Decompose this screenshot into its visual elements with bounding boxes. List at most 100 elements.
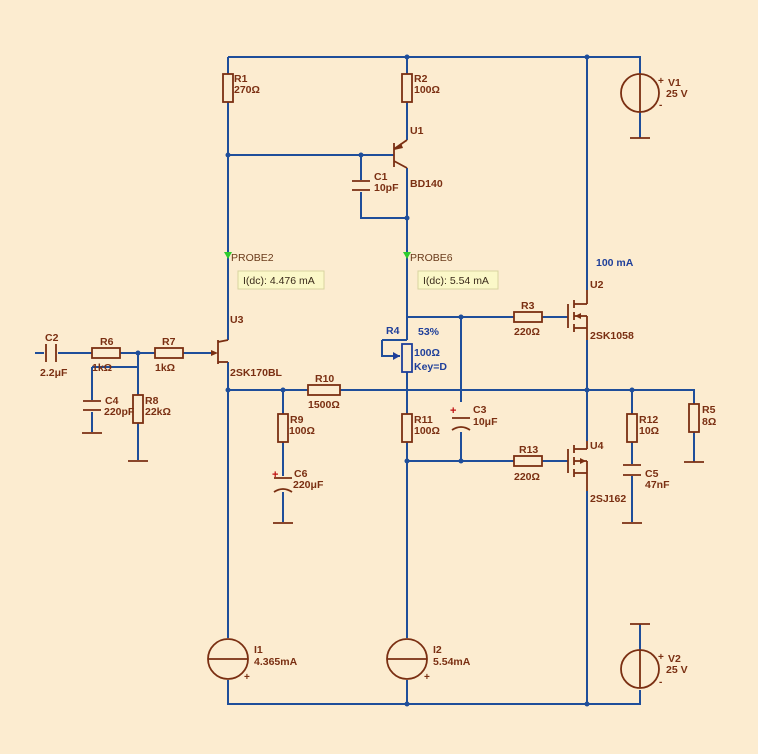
c6-plus: + — [272, 469, 278, 481]
r2-value: 100Ω — [414, 84, 440, 96]
c5-ref: C5 — [645, 468, 659, 480]
i1-ref: I1 — [254, 644, 263, 656]
r5-value: 8Ω — [702, 416, 716, 428]
i2-value: 5.54mA — [433, 656, 471, 668]
r4-value: 100Ω — [414, 347, 440, 359]
u1-part: BD140 — [410, 178, 443, 190]
transistor-u2[interactable]: U2 2SK1058 100 mA — [567, 257, 634, 342]
r12-ref: R12 — [639, 414, 658, 426]
resistor-r8[interactable]: R8 22kΩ — [132, 394, 171, 424]
c4-ref: C4 — [105, 395, 119, 407]
r1-value: 270Ω — [234, 84, 260, 96]
r11-ref: R11 — [414, 414, 433, 426]
resistor-r6[interactable]: R6 1kΩ — [91, 336, 121, 374]
potentiometer-r4[interactable]: R4 53% 100Ω Key=D — [386, 325, 447, 373]
current-source-i1[interactable]: I1 4.365mA + — [207, 638, 298, 683]
current-source-i2[interactable]: I2 5.54mA + — [386, 638, 471, 683]
c4-value: 220pF — [104, 406, 135, 418]
wires — [35, 56, 695, 705]
r10-value: 1500Ω — [308, 399, 340, 411]
resistor-r10[interactable]: R10 1500Ω — [307, 373, 341, 411]
probe6-ref: PROBE6 — [410, 252, 453, 264]
voltage-source-v2[interactable]: + V2 25 V - — [620, 649, 688, 689]
r6-value: 1kΩ — [92, 362, 112, 374]
r4-percent: 53% — [418, 326, 440, 338]
i2-plus: + — [424, 672, 430, 683]
r6-ref: R6 — [100, 336, 114, 348]
probe-6[interactable]: PROBE6 I(dc): 5.54 mA — [403, 252, 499, 290]
resistor-r7[interactable]: R7 1kΩ — [154, 336, 184, 374]
r9-value: 100Ω — [289, 425, 315, 437]
u2-part: 2SK1058 — [590, 330, 634, 342]
c5-value: 47nF — [645, 479, 670, 491]
c2-value: 2.2μF — [40, 367, 68, 379]
u2-current: 100 mA — [596, 257, 634, 269]
r9-ref: R9 — [290, 414, 304, 426]
u4-ref: U4 — [590, 440, 604, 452]
r11-value: 100Ω — [414, 425, 440, 437]
c6-value: 220μF — [293, 479, 324, 491]
r7-ref: R7 — [162, 336, 176, 348]
v2-value: 25 V — [666, 664, 688, 676]
r8-value: 22kΩ — [145, 406, 171, 418]
capacitor-c2[interactable]: C2 2.2μF — [40, 332, 68, 379]
voltage-source-v1[interactable]: + V1 25 V - — [620, 73, 688, 113]
c1-value: 10pF — [374, 182, 399, 194]
r1-ref: R1 — [234, 73, 248, 85]
i1-value: 4.365mA — [254, 656, 298, 668]
c3-plus: + — [450, 405, 456, 417]
u2-ref: U2 — [590, 279, 604, 291]
transistor-u4[interactable]: U4 2SJ162 — [567, 440, 626, 505]
v1-plus: + — [658, 76, 664, 87]
resistor-r12[interactable]: R12 10Ω — [626, 413, 659, 443]
r10-ref: R10 — [315, 373, 334, 385]
r4-key: Key=D — [414, 361, 447, 373]
v1-ref: V1 — [668, 77, 681, 89]
transistor-u1[interactable]: U1 BD140 — [393, 125, 443, 190]
v2-plus: + — [658, 652, 664, 663]
i2-ref: I2 — [433, 644, 442, 656]
resistor-r11[interactable]: R11 100Ω — [401, 413, 440, 443]
transistor-u3[interactable]: U3 2SK170BL — [211, 314, 283, 379]
resistor-r1[interactable]: R1 270Ω — [222, 73, 260, 103]
resistor-r2[interactable]: R2 100Ω — [401, 73, 440, 103]
c3-ref: C3 — [473, 404, 487, 416]
r5-ref: R5 — [702, 404, 716, 416]
resistor-r5[interactable]: R5 8Ω — [688, 403, 716, 433]
probe2-ref: PROBE2 — [231, 252, 274, 264]
v2-minus: - — [659, 677, 662, 688]
r2-ref: R2 — [414, 73, 428, 85]
capacitor-c6[interactable]: + C6 220μF — [272, 468, 324, 493]
probe2-reading: I(dc): 4.476 mA — [243, 275, 315, 287]
r12-value: 10Ω — [639, 425, 659, 437]
c2-ref: C2 — [45, 332, 59, 344]
v1-value: 25 V — [666, 88, 688, 100]
resistor-r13[interactable]: R13 220Ω — [513, 444, 543, 483]
i1-plus: + — [244, 672, 250, 683]
ground-symbols — [82, 137, 704, 625]
probe-2[interactable]: PROBE2 I(dc): 4.476 mA — [224, 252, 325, 290]
r13-value: 220Ω — [514, 471, 540, 483]
r4-ref: R4 — [386, 325, 400, 337]
u1-ref: U1 — [410, 125, 424, 137]
c3-value: 10μF — [473, 416, 498, 428]
v2-ref: V2 — [668, 653, 681, 665]
capacitor-c3[interactable]: + C3 10μF — [450, 404, 498, 431]
capacitor-c5[interactable]: C5 47nF — [623, 464, 670, 491]
resistor-r9[interactable]: R9 100Ω — [277, 413, 315, 443]
r3-value: 220Ω — [514, 326, 540, 338]
u3-part: 2SK170BL — [230, 367, 283, 379]
junction-dots — [135, 54, 635, 707]
r3-ref: R3 — [521, 300, 535, 312]
probe6-reading: I(dc): 5.54 mA — [423, 275, 489, 287]
r7-value: 1kΩ — [155, 362, 175, 374]
resistor-r3[interactable]: R3 220Ω — [513, 300, 543, 338]
capacitor-c4[interactable]: C4 220pF — [83, 395, 135, 418]
capacitor-c1[interactable]: C1 10pF — [352, 171, 399, 194]
u4-part: 2SJ162 — [590, 493, 626, 505]
u3-ref: U3 — [230, 314, 244, 326]
r13-ref: R13 — [519, 444, 538, 456]
c6-ref: C6 — [294, 468, 308, 480]
c1-ref: C1 — [374, 171, 388, 183]
